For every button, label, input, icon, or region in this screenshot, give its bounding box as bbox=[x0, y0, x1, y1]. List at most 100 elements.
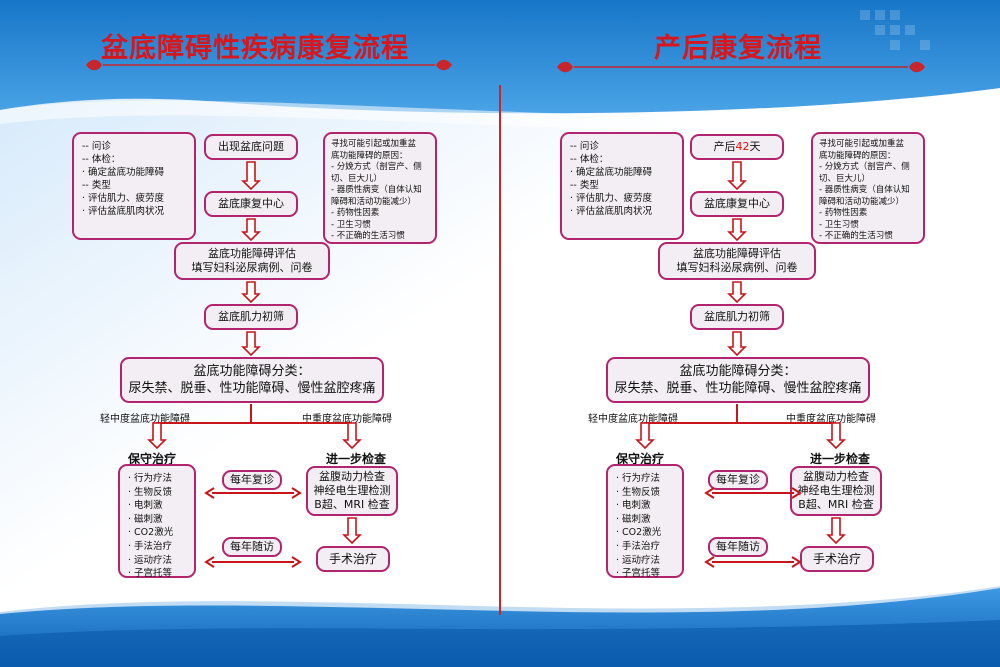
cause-line: - 卫生习惯 bbox=[819, 219, 859, 230]
treatment-item: · 子宫托等 bbox=[128, 568, 173, 580]
treatment-item: · 磁刺激 bbox=[616, 513, 651, 525]
right-yearly-review: 每年复诊 bbox=[708, 470, 768, 490]
start-label: 出现盆底问题 bbox=[218, 140, 284, 153]
cause-line: - 分娩方式（剖宫产、侧 bbox=[331, 162, 422, 172]
right-panel: 产后康复流程 -- 问诊 -- 体检： · 确定盆底功能障碍 -- 类型 · 评… bbox=[500, 0, 1000, 667]
left-classify-box: 盆底功能障碍分类： 尿失禁、脱垂、性功能障碍、慢性盆腔疼痛 bbox=[120, 357, 384, 403]
cause-line: - 药物性因素 bbox=[819, 208, 868, 218]
left-exam-box: 盆腹动力检查 神经电生理检测 B超、MRI 检查 bbox=[306, 466, 398, 516]
right-conservative-label: 保守治疗 bbox=[616, 452, 665, 466]
right-yearly-followup: 每年随访 bbox=[708, 537, 768, 557]
left-title: 盆底障碍性疾病康复流程 bbox=[101, 33, 409, 64]
surgery-label: 手术治疗 bbox=[328, 552, 377, 566]
left-panel: 盆底障碍性疾病康复流程 -- 问诊 -- 体检： · 确定盆底功能障碍 -- 类… bbox=[72, 33, 437, 580]
down-arrow bbox=[241, 218, 261, 242]
cause-line: 切、巨大儿） bbox=[819, 173, 871, 184]
exam-line: B超、MRI 检查 bbox=[314, 498, 390, 511]
down-arrow bbox=[241, 281, 261, 304]
cause-line: 寻找可能引起或加重盆 bbox=[331, 139, 417, 149]
note-line: -- 问诊 bbox=[570, 141, 599, 152]
cause-line: 障碍和活动功能减少） bbox=[819, 196, 905, 207]
arrow-head bbox=[204, 487, 215, 499]
center-label: 盆底康复中心 bbox=[218, 197, 284, 210]
arrow-head bbox=[791, 556, 802, 568]
assess-line-2: 填写妇科泌尿病例、问卷 bbox=[676, 261, 798, 274]
left-conservative-label: 保守治疗 bbox=[128, 452, 177, 466]
left-yearly-followup: 每年随访 bbox=[222, 537, 282, 557]
note-line: · 确定盆底功能障碍 bbox=[570, 167, 653, 178]
exam-line: 盆腹动力检查 bbox=[319, 470, 385, 483]
down-arrow bbox=[727, 331, 747, 357]
note-line: -- 问诊 bbox=[82, 141, 111, 152]
treatment-item: · 生物反馈 bbox=[128, 486, 173, 498]
down-arrow bbox=[147, 422, 167, 450]
yearly-review-label: 每年复诊 bbox=[230, 473, 274, 486]
right-branch-severe: 中重度盆底功能障碍 bbox=[786, 414, 876, 425]
exam-line: B超、MRI 检查 bbox=[798, 498, 874, 511]
cause-line: - 器质性病变（自体认知 bbox=[331, 185, 422, 195]
left-flow-arrows bbox=[147, 161, 362, 568]
note-line: -- 体检： bbox=[570, 154, 609, 165]
right-treatment-list: · 行为疗法 · 生物反馈 · 电刺激 · 磁刺激 · CO2激光 · 手法治疗… bbox=[606, 464, 684, 579]
right-assess-box: 盆底功能障碍评估 填写妇科泌尿病例、问卷 bbox=[658, 242, 816, 280]
right-branch-mild: 轻中度盆底功能障碍 bbox=[588, 414, 678, 425]
right-classify-box: 盆底功能障碍分类： 尿失禁、脱垂、性功能障碍、慢性盆腔疼痛 bbox=[606, 357, 870, 403]
right-center-box: 盆底康复中心 bbox=[690, 191, 784, 217]
cause-line: 切、巨大儿） bbox=[331, 173, 383, 184]
exam-line: 盆腹动力检查 bbox=[803, 470, 869, 483]
arrow-head bbox=[291, 487, 302, 499]
start-prefix: 产后 bbox=[713, 140, 736, 153]
arrow-head bbox=[291, 556, 302, 568]
right-exam-notes-box: -- 问诊 -- 体检： · 确定盆底功能障碍 -- 类型 · 评估肌力、疲劳度… bbox=[560, 132, 684, 240]
exam-line: 神经电生理检测 bbox=[797, 484, 875, 497]
down-arrow bbox=[241, 161, 261, 191]
note-line: · 评估盆底肌肉状况 bbox=[570, 206, 653, 217]
left-branch-mild: 轻中度盆底功能障碍 bbox=[100, 414, 190, 425]
cause-line: 底功能障碍的原因： bbox=[331, 150, 408, 161]
down-arrow bbox=[342, 422, 362, 450]
right-exam-box: 盆腹动力检查 神经电生理检测 B超、MRI 检查 bbox=[790, 466, 882, 516]
surgery-label: 手术治疗 bbox=[812, 552, 861, 566]
cause-line: - 器质性病变（自体认知 bbox=[819, 185, 910, 195]
cause-line: 障碍和活动功能减少） bbox=[331, 196, 417, 207]
left-screen-box: 盆底肌力初筛 bbox=[204, 304, 298, 330]
note-line: · 评估肌力、疲劳度 bbox=[570, 193, 653, 204]
treatment-item: · 运动疗法 bbox=[616, 554, 661, 566]
note-line: -- 类型 bbox=[570, 180, 599, 191]
cause-line: - 不正确的生活习惯 bbox=[819, 231, 893, 241]
treatment-item: · CO2激光 bbox=[616, 527, 662, 539]
arrow-head bbox=[791, 487, 802, 499]
note-line: -- 类型 bbox=[82, 180, 111, 191]
cause-line: - 卫生习惯 bbox=[331, 219, 371, 230]
note-line: · 确定盆底功能障碍 bbox=[82, 167, 165, 178]
left-treatment-list: · 行为疗法 · 生物反馈 · 电刺激 · 磁刺激 · CO2激光 · 手法治疗… bbox=[118, 464, 196, 580]
classify-line-1: 盆底功能障碍分类： bbox=[193, 364, 311, 379]
arrow-head bbox=[704, 556, 715, 568]
right-flow-arrows bbox=[635, 161, 846, 568]
right-screen-box: 盆底肌力初筛 bbox=[690, 304, 784, 330]
left-causes-box: 寻找可能引起或加重盆 底功能障碍的原因： - 分娩方式（剖宫产、侧 切、巨大儿）… bbox=[323, 132, 437, 244]
note-line: · 评估肌力、疲劳度 bbox=[82, 193, 165, 204]
left-surgery-box: 手术治疗 bbox=[316, 546, 390, 572]
left-further-label: 进一步检查 bbox=[326, 452, 387, 466]
start-suffix: 天 bbox=[749, 140, 761, 153]
right-surgery-box: 手术治疗 bbox=[800, 546, 874, 572]
yearly-followup-label: 每年随访 bbox=[716, 540, 760, 553]
treatment-item: · 行为疗法 bbox=[616, 473, 661, 484]
assess-line-1: 盆底功能障碍评估 bbox=[693, 247, 781, 260]
treatment-item: · 行为疗法 bbox=[128, 473, 173, 484]
cause-line: 底功能障碍的原因： bbox=[819, 150, 896, 161]
screen-label: 盆底肌力初筛 bbox=[704, 310, 770, 323]
yearly-review-label: 每年复诊 bbox=[716, 473, 760, 486]
treatment-item: · 生物反馈 bbox=[616, 486, 661, 498]
exam-line: 神经电生理检测 bbox=[313, 484, 391, 497]
treatment-item: · 手法治疗 bbox=[616, 540, 661, 552]
down-arrow bbox=[342, 517, 362, 545]
cause-line: - 分娩方式（剖宫产、侧 bbox=[819, 162, 910, 172]
treatment-item: · 磁刺激 bbox=[128, 513, 163, 525]
right-title: 产后康复流程 bbox=[654, 33, 822, 64]
classify-line-2: 尿失禁、脱垂、性功能障碍、慢性盆腔疼痛 bbox=[614, 381, 862, 396]
down-arrow bbox=[727, 281, 747, 304]
